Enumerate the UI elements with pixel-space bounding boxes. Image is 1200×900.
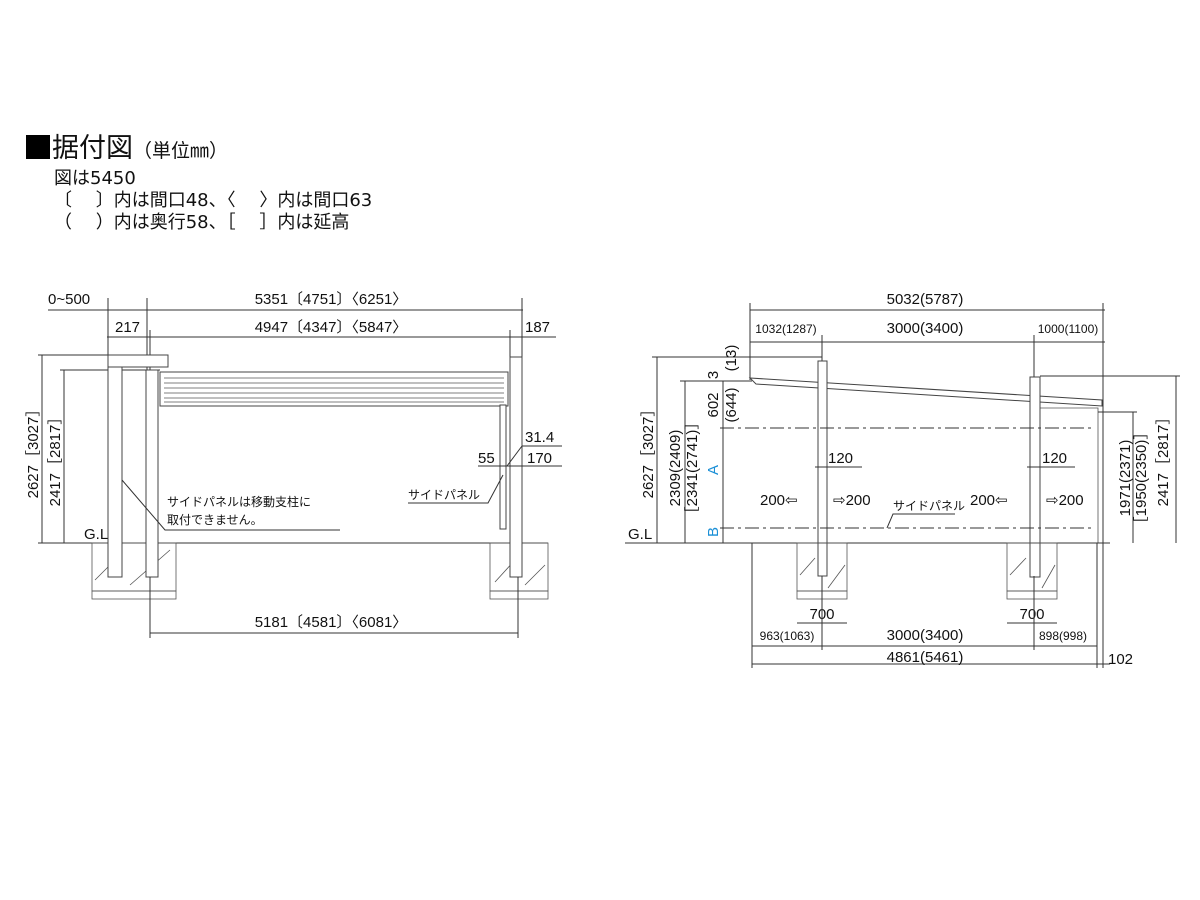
dim-height-total: 2627［3027］: [640, 402, 657, 499]
dim-inner-width: 4947〔4347〕〈5847〉: [255, 319, 408, 336]
movable-post: [145, 369, 159, 578]
ground-level-label: G.L: [628, 526, 652, 543]
dim-base-total: 4861(5461): [887, 649, 964, 666]
front-view: 0~500 5351〔4751〕〈6251〉 217 4947〔4347〕〈58…: [25, 291, 562, 638]
square-bullet-icon: [26, 135, 50, 159]
dim-base-front: 963(1063): [760, 629, 815, 643]
shift-right-2: ⇨200: [1046, 492, 1084, 509]
dim-170: 170: [527, 450, 552, 467]
ground-level-label: G.L: [84, 526, 108, 543]
dim-overall-depth: 5032(5787): [887, 291, 964, 308]
dim-height-total: 2627［3027］: [25, 402, 42, 499]
side-view: 5032(5787) 1032(1287) 3000(3400) 1000(11…: [625, 291, 1180, 668]
dim-rear-total: 2417［2817］: [1155, 410, 1172, 507]
title-text: 据付図: [52, 133, 133, 164]
dim-rear-overhang: 1000(1100): [1038, 322, 1099, 336]
side-panel-label: サイドパネル: [893, 499, 965, 513]
dim-front-overhang: 1032(1287): [755, 322, 816, 336]
dim-top-offset: 0~500: [48, 291, 90, 308]
dim-31-4: 31.4: [525, 429, 554, 446]
dim-post-width-front: 120: [828, 450, 853, 467]
dim-right-overhang: 187: [525, 319, 550, 336]
dim-3: 3: [705, 371, 722, 379]
dim-post-span: 5181〔4581〕〈6081〉: [255, 614, 408, 631]
shift-left-2: 200⇦: [970, 492, 1008, 509]
dim-rear-height-ext: ［1950(2350)］: [1133, 425, 1150, 532]
dim-left-overhang: 217: [115, 319, 140, 336]
label-b: B: [705, 527, 722, 537]
dim-height-a: 2309(2409): [667, 430, 684, 507]
dim-base-rear: 898(998): [1039, 629, 1087, 643]
dim-rear-height: 1971(2371): [1117, 440, 1134, 517]
dim-footing-rear: 700: [1019, 606, 1044, 623]
rear-post: [1029, 376, 1041, 578]
dim-55: 55: [478, 450, 495, 467]
note-text-2: 取付できません。: [167, 513, 263, 527]
unit-text: （単位㎜）: [133, 140, 229, 162]
note-line: 図は5450: [54, 168, 136, 189]
side-panel: [499, 404, 507, 530]
dim-13: (13): [723, 345, 740, 372]
shift-left-1: 200⇦: [760, 492, 798, 509]
dim-base-offset: 102: [1108, 651, 1133, 668]
dim-roof-span: 3000(3400): [887, 320, 964, 337]
side-panel-label: サイドパネル: [408, 488, 480, 502]
note-line: 〔 〕内は間口48、〈 〉内は間口63: [54, 190, 373, 211]
drawing-title: 据付図（単位㎜）: [26, 132, 372, 168]
note-line: （ ）内は奥行58、［ ］内は延高: [54, 212, 350, 233]
shift-right-1: ⇨200: [833, 492, 871, 509]
right-post: [509, 356, 523, 578]
dim-post-width-rear: 120: [1042, 450, 1067, 467]
front-post: [817, 360, 828, 577]
label-a: A: [705, 465, 722, 475]
dim-height-beam: 2417［2817］: [47, 410, 64, 507]
dim-644: (644): [723, 387, 740, 422]
dim-height-a-ext: ［2341(2741)］: [684, 415, 701, 522]
roof-beam: [159, 371, 509, 407]
fixed-post: [107, 354, 123, 578]
header: 据付図（単位㎜） 図は5450 〔 〕内は間口48、〈 〉内は間口63 （ ）内…: [26, 132, 372, 234]
dim-602: 602: [705, 392, 722, 417]
note-text-1: サイドパネルは移動支柱に: [167, 494, 311, 509]
dim-overall-width: 5351〔4751〕〈6251〉: [255, 291, 408, 308]
dim-base-span: 3000(3400): [887, 627, 964, 644]
roof-slope: [748, 377, 1103, 407]
